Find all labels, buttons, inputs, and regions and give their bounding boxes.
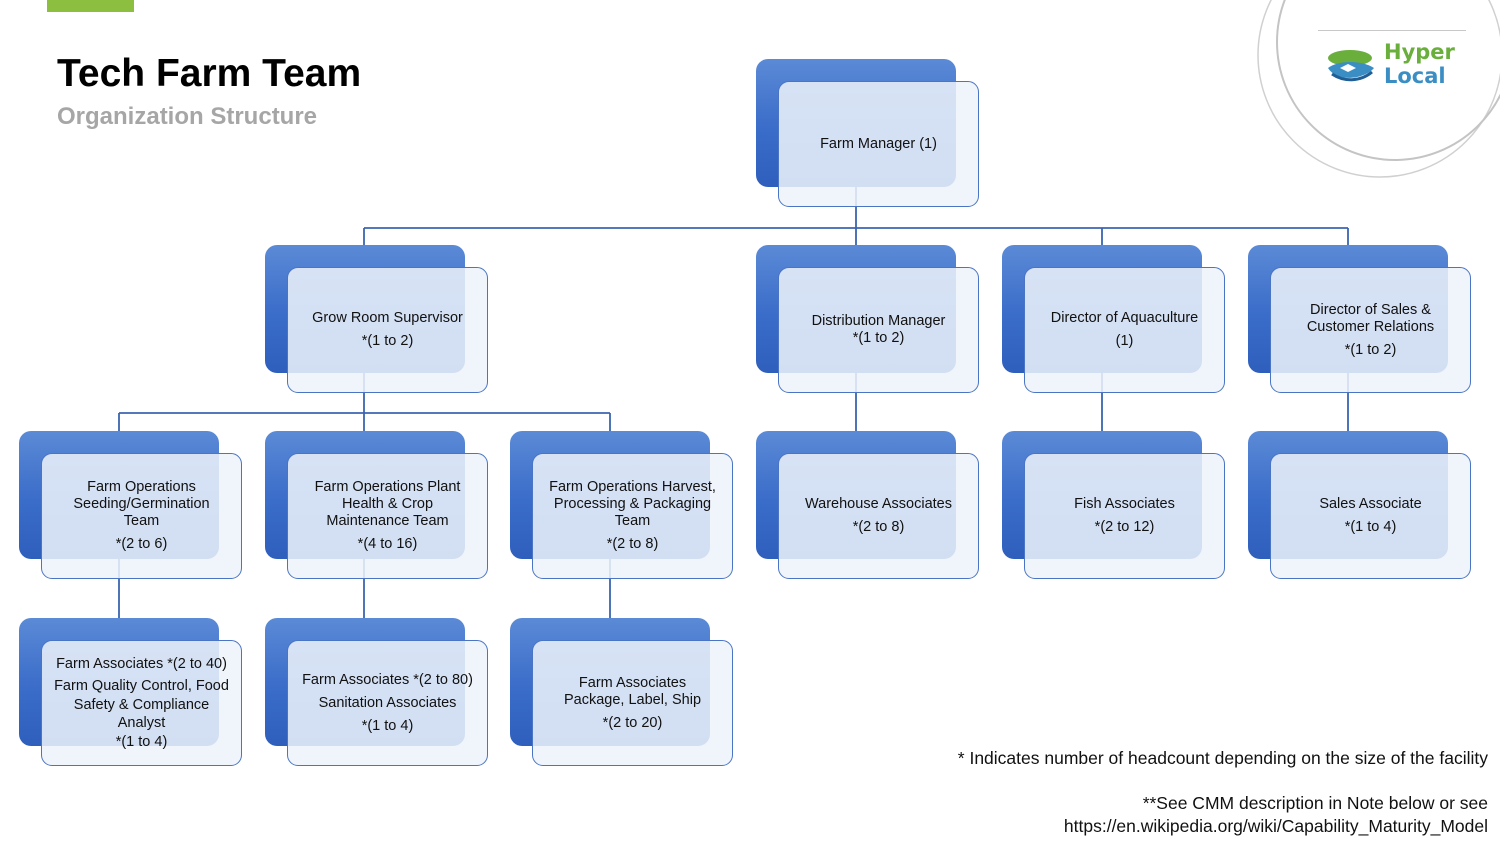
node-director-sales: Director of Sales & Customer Relations *… xyxy=(1248,245,1473,395)
node-label-line2: Customer Relations xyxy=(1306,318,1435,335)
cmm-note-link[interactable]: https://en.wikipedia.org/wiki/Capability… xyxy=(1063,816,1488,836)
node-label-line3: Team xyxy=(123,513,160,529)
node-farm-manager: Farm Manager (1) xyxy=(756,59,981,209)
node-label: Farm Associates *(2 to 80) xyxy=(302,671,473,688)
node-headcount: *(1 to 2) xyxy=(361,333,414,349)
cmm-note-line1: **See CMM description in Note below or s… xyxy=(1142,793,1488,813)
node-label-line2: Package, Label, Ship xyxy=(563,691,702,708)
node-label-line2: Sanitation Associates xyxy=(318,694,457,711)
node-label-line4: Analyst xyxy=(117,715,166,732)
node-label: Grow Room Supervisor xyxy=(312,310,463,326)
node-farm-associates-sanitation: Farm Associates *(2 to 80) Sanitation As… xyxy=(265,618,490,768)
node-label-line3: Safety & Compliance xyxy=(73,696,210,713)
accent-bar xyxy=(47,0,134,12)
node-label: Farm Associates xyxy=(578,674,687,691)
node-farm-associates-package: Farm Associates Package, Label, Ship *(2… xyxy=(510,618,735,768)
node-label: Director of Sales & xyxy=(1310,301,1431,318)
node-label-line2: Farm Quality Control, Food xyxy=(54,678,229,695)
logo-text-line1: Hyper xyxy=(1384,40,1455,64)
cmm-note: **See CMM description in Note below or s… xyxy=(1064,792,1488,838)
node-label: Director of Aquaculture xyxy=(1050,310,1199,326)
node-warehouse-associates: Warehouse Associates *(2 to 8) xyxy=(756,431,981,581)
node-headcount: *(1 to 4) xyxy=(1344,519,1397,535)
logo-text: Hyper Local xyxy=(1384,40,1455,88)
node-label-line2: Processing & Packaging xyxy=(553,496,712,512)
node-director-aquaculture: Director of Aquaculture (1) xyxy=(1002,245,1227,395)
hyperlocal-logo-icon xyxy=(1328,50,1374,82)
page-subtitle: Organization Structure xyxy=(57,103,318,130)
node-fish-associates: Fish Associates *(2 to 12) xyxy=(1002,431,1227,581)
node-harvest-team: Farm Operations Harvest, Processing & Pa… xyxy=(510,431,735,581)
logo-text-line2: Local xyxy=(1384,64,1446,88)
node-headcount: *(2 to 8) xyxy=(852,519,905,535)
node-headcount: *(2 to 20) xyxy=(602,714,663,731)
node-headcount: *(1 to 4) xyxy=(361,717,414,734)
node-label-line3: Maintenance Team xyxy=(326,513,449,529)
node-label: Farm Manager (1) xyxy=(820,135,937,152)
node-headcount: (1) xyxy=(1115,333,1134,349)
node-headcount: *(2 to 6) xyxy=(115,536,168,552)
node-label: Fish Associates xyxy=(1074,496,1175,512)
node-label: Sales Associate xyxy=(1319,496,1422,512)
node-label: Farm Operations Harvest, xyxy=(549,479,716,495)
node-label: Farm Operations Plant xyxy=(314,479,461,495)
node-label: Farm Associates *(2 to 40) xyxy=(56,655,227,672)
node-plant-health-team: Farm Operations Plant Health & Crop Main… xyxy=(265,431,490,581)
node-label-line2: Health & Crop xyxy=(341,496,434,512)
headcount-footnote: * Indicates number of headcount dependin… xyxy=(957,748,1488,768)
node-headcount: *(1 to 2) xyxy=(1344,341,1397,358)
node-label: Distribution Manager xyxy=(811,313,946,329)
node-grow-room-supervisor: Grow Room Supervisor *(1 to 2) xyxy=(265,245,490,395)
node-farm-associates-qc: Farm Associates *(2 to 40) Farm Quality … xyxy=(19,618,244,768)
node-headcount: *(2 to 8) xyxy=(606,536,659,552)
node-sales-associate: Sales Associate *(1 to 4) xyxy=(1248,431,1473,581)
node-seeding-team: Farm Operations Seeding/Germination Team… xyxy=(19,431,244,581)
logo-divider xyxy=(1318,30,1466,31)
node-headcount: *(1 to 4) xyxy=(115,733,168,750)
node-headcount: *(1 to 2) xyxy=(852,330,905,346)
node-label: Farm Operations xyxy=(87,479,196,495)
node-label-line3: Team xyxy=(614,513,651,529)
node-label: Warehouse Associates xyxy=(805,496,952,512)
page-title: Tech Farm Team xyxy=(57,52,362,95)
node-label-line2: Seeding/Germination xyxy=(73,496,210,512)
node-headcount: *(4 to 16) xyxy=(357,536,418,552)
node-headcount: *(2 to 12) xyxy=(1094,519,1155,535)
node-distribution-manager: Distribution Manager *(1 to 2) xyxy=(756,245,981,395)
